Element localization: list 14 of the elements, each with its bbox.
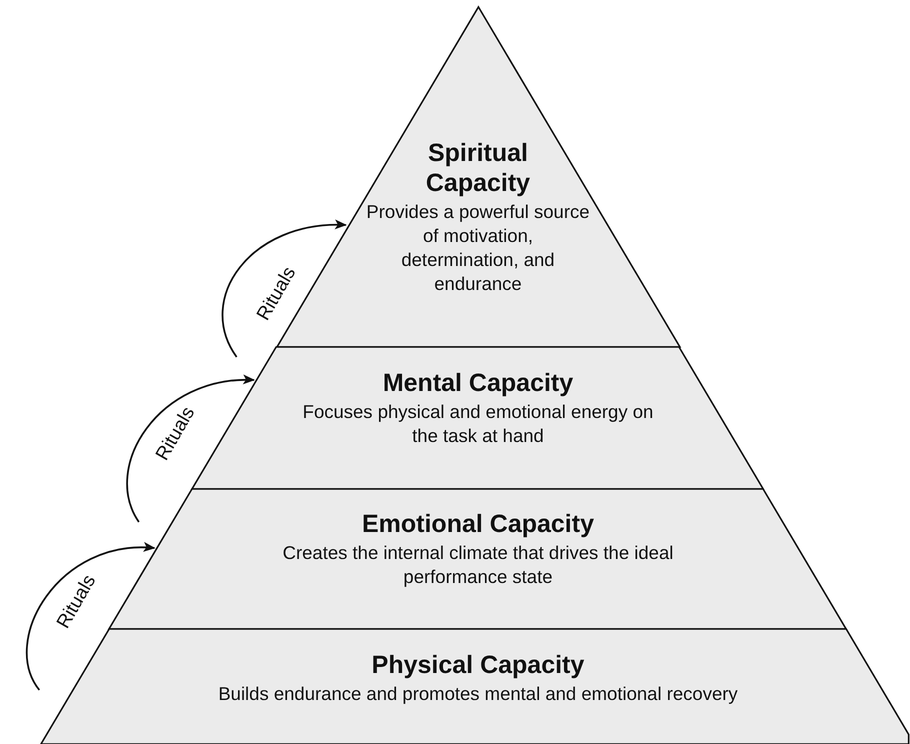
tier-description: Focuses physical and emotional energy on the task at hand — [302, 400, 654, 448]
tier-heading: Mental Capacity — [382, 368, 574, 398]
tier-description: Creates the internal climate that drives the ideal performance state — [282, 541, 674, 589]
pyramid-tier — [192, 347, 764, 489]
tier-description: Builds endurance and promotes mental and emotional recovery — [217, 682, 739, 706]
tier-heading: Emotional Capacity — [360, 509, 595, 539]
curved-arrow — [26, 542, 156, 690]
tier-description: Provides a powerful source of motivation, determination, and endurance — [365, 200, 591, 296]
tier-heading: Physical Capacity — [370, 650, 586, 680]
tier-heading: Spiritual Capacity — [424, 138, 532, 198]
pyramid-tier — [41, 629, 909, 744]
curved-arrow — [222, 220, 347, 358]
curved-arrow — [126, 375, 255, 522]
pyramid-tier — [109, 489, 847, 629]
